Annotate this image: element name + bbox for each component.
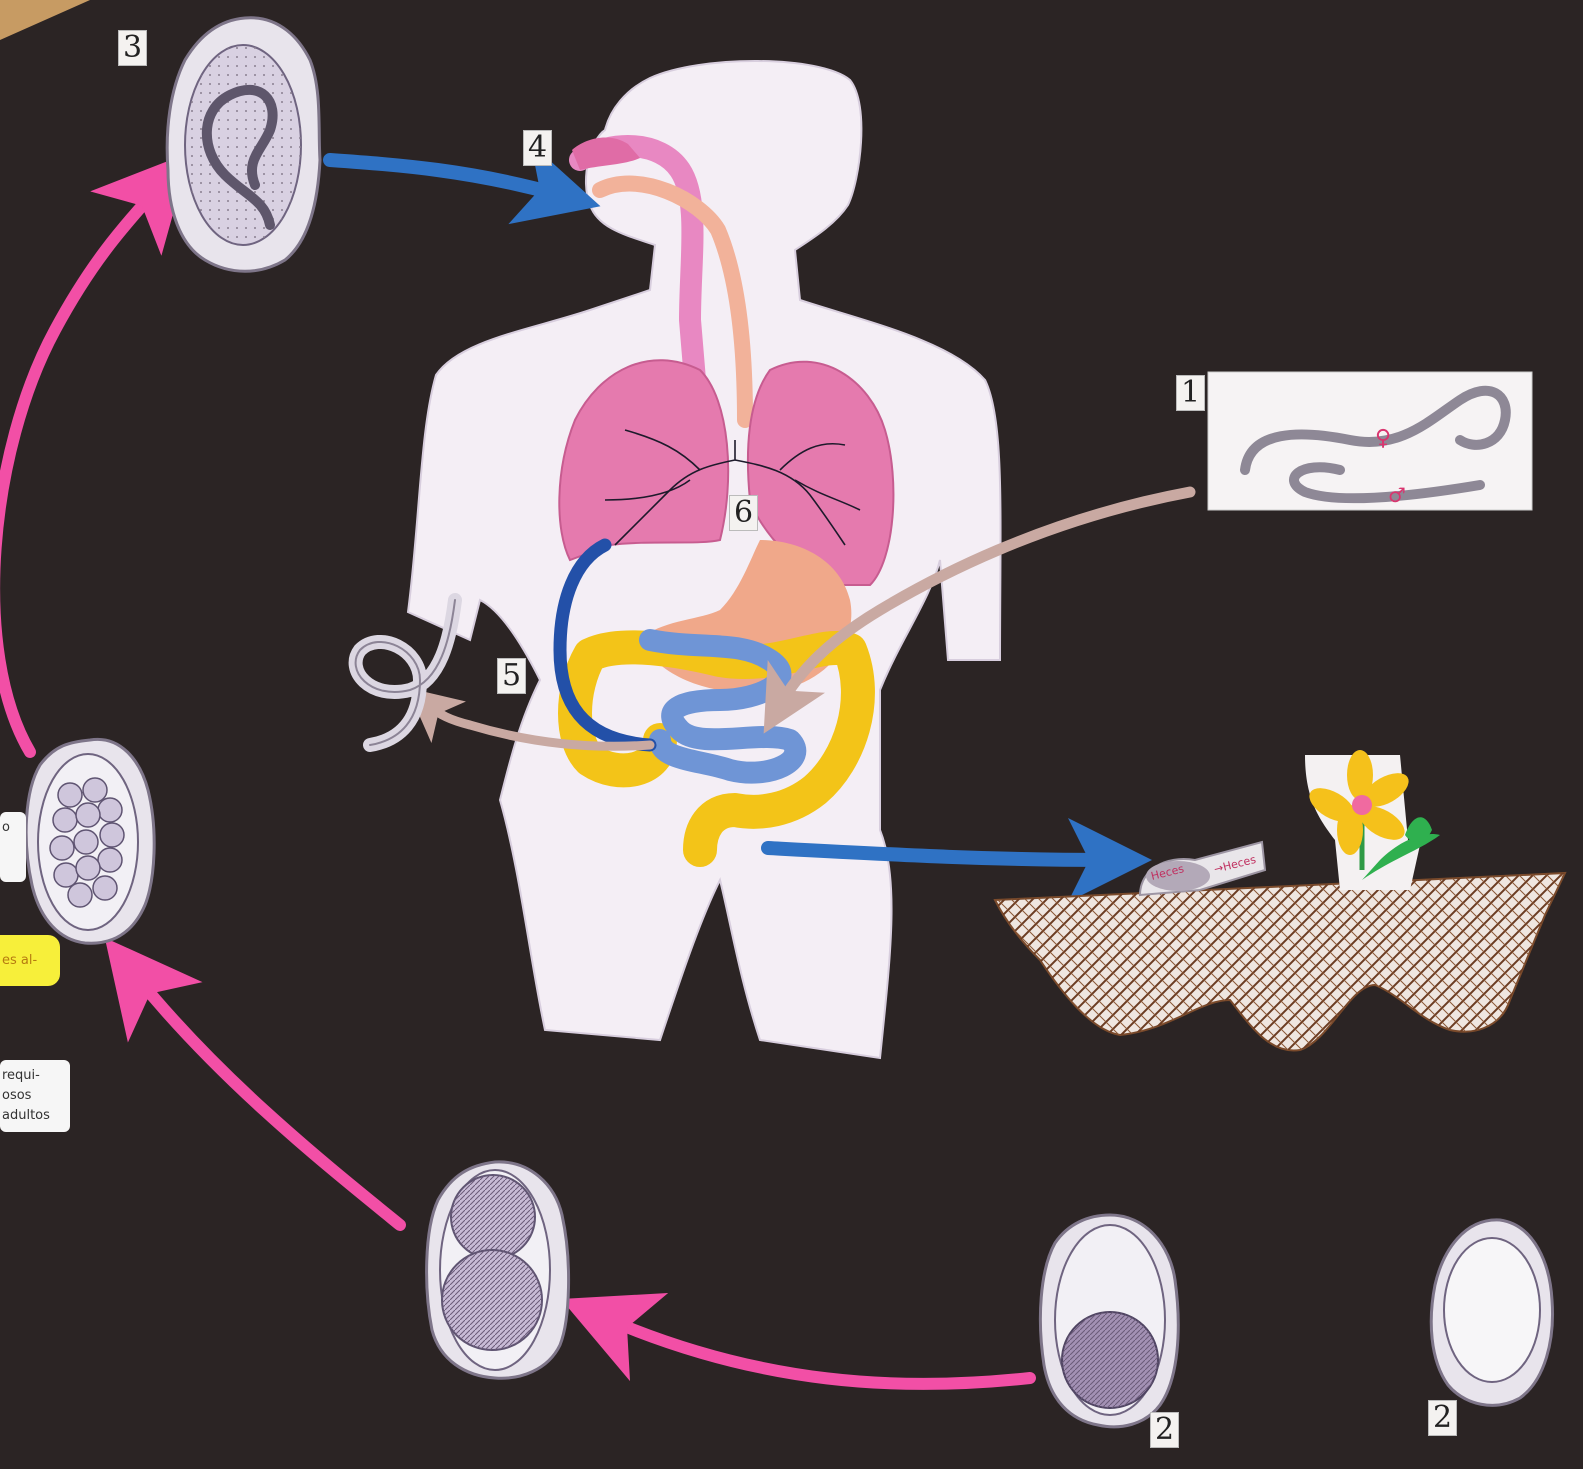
- side-note-top-text: o: [2, 818, 20, 838]
- stage-label-5: 5: [497, 658, 526, 694]
- egg-two-cell: [427, 1162, 569, 1378]
- soil: [995, 873, 1565, 1051]
- egg-single-cell: [1040, 1215, 1178, 1427]
- egg-with-larva: [167, 18, 320, 271]
- male-symbol: ♂: [1388, 483, 1406, 507]
- side-note-line-3: adultos: [2, 1106, 64, 1126]
- stage-label-2a: 2: [1150, 1412, 1179, 1448]
- adult-worms-card: [1208, 372, 1532, 510]
- stage-label-1: 1: [1176, 375, 1205, 411]
- stage-label-6: 6: [729, 495, 758, 531]
- egg-unfertilized: [1431, 1220, 1552, 1405]
- stage-label-4: 4: [523, 130, 552, 166]
- flower: [1304, 750, 1440, 890]
- female-symbol: ♀: [1375, 426, 1391, 451]
- stage-label-3: 3: [118, 30, 147, 66]
- side-note-yellow: es al-: [0, 935, 60, 986]
- arrow-pink-morula-to-larva: [0, 188, 158, 752]
- egg-morula: [26, 739, 154, 943]
- stage-label-2b: 2: [1428, 1400, 1457, 1436]
- side-note-line-2: osos: [2, 1086, 64, 1106]
- corner-tag: [0, 0, 90, 40]
- side-note-white: requi- osos adultos: [0, 1060, 70, 1132]
- side-note-top: o: [0, 812, 26, 882]
- arrow-pink-egg-to-cell-division: [605, 1318, 1030, 1384]
- arrow-pink-egg-to-morula: [135, 975, 400, 1225]
- side-note-line-1: requi-: [2, 1066, 64, 1086]
